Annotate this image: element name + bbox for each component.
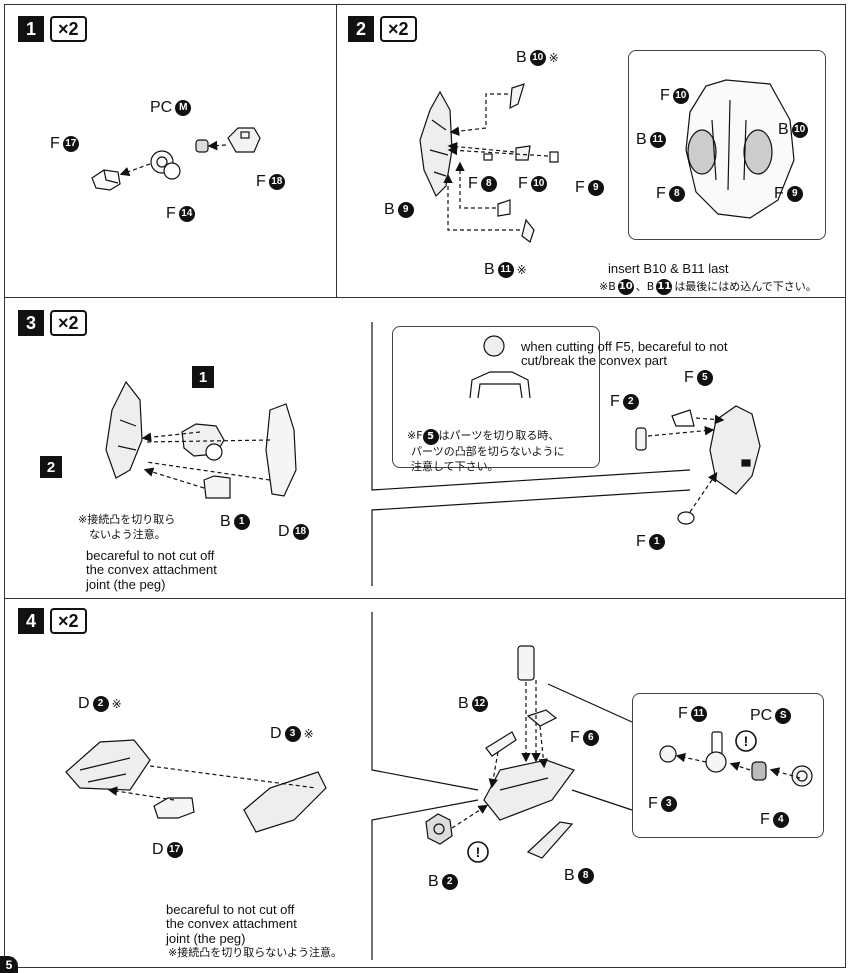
step3-note-japanese: ※接続凸を切り取ら ないよう注意。 <box>78 513 176 541</box>
step-number: 2 <box>348 16 374 42</box>
page-number: 5 <box>0 956 18 973</box>
step3-ref-assembly-2: 2 <box>40 456 62 478</box>
step3-callout-english: when cutting off F5, becareful to not cu… <box>521 339 728 369</box>
step1-badge: 1 ×2 <box>18 16 87 42</box>
step4-joint-inset <box>632 693 824 838</box>
step-multiplier: ×2 <box>50 310 87 336</box>
step4-note-english: becareful to not cut off the convex atta… <box>166 902 297 946</box>
step2-note-japanese: ※B 10 、B 11 は最後にはめ込んで下さい。 <box>599 279 817 295</box>
step4-badge: 4 ×2 <box>18 608 87 634</box>
step3-badge: 3 ×2 <box>18 310 87 336</box>
step3-note-english: becareful to not cut off the convex atta… <box>86 548 217 592</box>
step-number: 3 <box>18 310 44 336</box>
step-number: 1 <box>18 16 44 42</box>
step3-ref-assembly-1: 1 <box>192 366 214 388</box>
step-multiplier: ×2 <box>380 16 417 42</box>
step2-note-english: insert B10 & B11 last <box>608 261 729 276</box>
step-multiplier: ×2 <box>50 16 87 42</box>
step-number: 4 <box>18 608 44 634</box>
step-multiplier: ×2 <box>50 608 87 634</box>
step4-note-japanese: ※接続凸を切り取らないよう注意。 <box>168 946 342 959</box>
step2-badge: 2 ×2 <box>348 16 417 42</box>
